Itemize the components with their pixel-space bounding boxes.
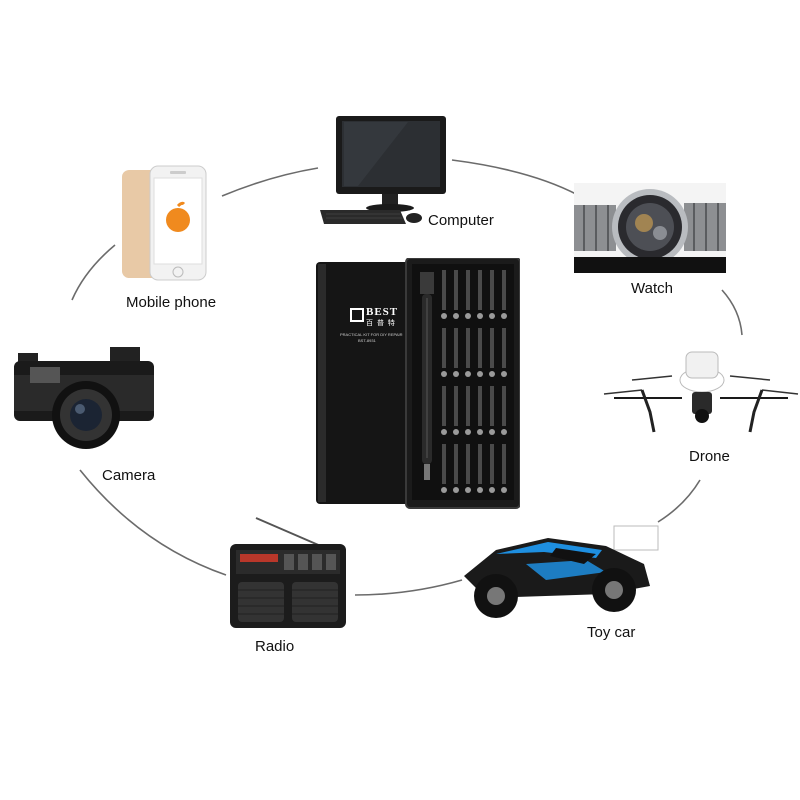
drone-icon <box>603 351 799 433</box>
bit-tip <box>489 429 495 435</box>
screwdriver-bit <box>442 386 446 426</box>
screwdriver-bit <box>478 270 482 310</box>
bit-tip <box>465 487 471 493</box>
product-line-text: PRACTICAL KIT FOR DIY REPAIR <box>340 332 403 337</box>
device-label-toy-car: Toy car <box>587 624 636 641</box>
bit-tip <box>477 487 483 493</box>
bit-tip <box>477 371 483 377</box>
device-label-watch: Watch <box>631 280 673 297</box>
screwdriver-bit <box>466 270 470 310</box>
bit-tip <box>453 429 459 435</box>
bit-tip <box>465 371 471 377</box>
device-label-computer: Computer <box>428 212 494 229</box>
device-label-mobile-phone: Mobile phone <box>126 294 217 311</box>
bit-tip <box>441 313 447 319</box>
arc-camera-phone <box>71 244 116 301</box>
screwdriver-bit <box>490 328 494 368</box>
screwdriver-bit <box>454 270 458 310</box>
screwdriver-bit <box>442 444 446 484</box>
mobile-phone-icon <box>122 165 207 281</box>
screwdriver-bit <box>502 270 506 310</box>
bit-tip <box>477 429 483 435</box>
arc-watch-drone <box>721 289 743 336</box>
screwdriver-bit <box>442 328 446 368</box>
arc-drone-toycar <box>657 479 701 523</box>
screwdriver-bit <box>478 444 482 484</box>
bit-tip <box>453 371 459 377</box>
radio-icon <box>230 517 346 628</box>
screwdriver-bit <box>466 386 470 426</box>
bit-tip <box>501 313 507 319</box>
computer-icon <box>320 116 446 224</box>
screwdriver-bit <box>502 444 506 484</box>
screwdriver-bit <box>466 444 470 484</box>
toy-car-icon <box>464 525 659 618</box>
screwdriver-bit <box>454 444 458 484</box>
device-label-drone: Drone <box>689 448 730 465</box>
bit-tip <box>477 313 483 319</box>
screwdriver-bit <box>502 386 506 426</box>
screwdriver-bit <box>490 444 494 484</box>
bit-tip <box>453 313 459 319</box>
brand-logo-subtext: 百 普 特 <box>366 320 396 327</box>
bit-tip <box>441 371 447 377</box>
watch-icon <box>574 183 726 273</box>
bit-tip <box>465 429 471 435</box>
bit-tip <box>501 371 507 377</box>
bit-tip <box>489 313 495 319</box>
device-label-radio: Radio <box>255 638 295 655</box>
screwdriver-bit <box>442 270 446 310</box>
screwdriver-bit <box>454 328 458 368</box>
bit-tip <box>489 487 495 493</box>
bit-grid <box>441 270 507 493</box>
bit-tip <box>501 429 507 435</box>
screwdriver-kit: BEST 百 普 特 PRACTICAL KIT FOR DIY REPAIR … <box>316 258 520 510</box>
bit-tip <box>453 487 459 493</box>
bit-tip <box>489 371 495 377</box>
screwdriver-bit <box>478 386 482 426</box>
camera-icon <box>14 347 154 449</box>
arc-computer-watch <box>451 159 579 196</box>
screwdriver-bit <box>490 270 494 310</box>
bit-tip <box>441 487 447 493</box>
bit-tip <box>465 313 471 319</box>
brand-logo-text: BEST <box>366 306 399 318</box>
screwdriver-bit <box>478 328 482 368</box>
kit-case-graphic <box>316 258 520 509</box>
arc-radio-camera <box>79 469 227 576</box>
screwdriver-bit <box>490 386 494 426</box>
bit-tip <box>441 429 447 435</box>
arc-phone-computer <box>221 167 319 197</box>
device-label-camera: Camera <box>102 467 156 484</box>
bit-tip <box>501 487 507 493</box>
screwdriver-bit <box>502 328 506 368</box>
screwdriver-bit <box>454 386 458 426</box>
arc-toycar-radio <box>354 579 463 596</box>
model-text: BST-8931 <box>358 338 376 343</box>
screwdriver-bit <box>466 328 470 368</box>
